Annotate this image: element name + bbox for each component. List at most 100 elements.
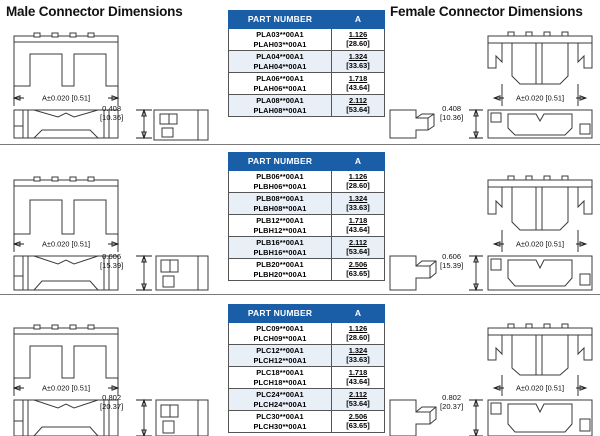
- female-plan-view-a: [487, 109, 593, 139]
- male-end-view-b: [155, 255, 209, 291]
- part-number-secondary: PLBH16**00A1: [253, 247, 307, 257]
- dim-a-mm: [63.65]: [346, 268, 370, 278]
- height-mm-c: [20.37]: [100, 402, 124, 412]
- table-row: PLB12**00A1 PLBH12**00A1 1.718 [43.64]: [228, 214, 385, 238]
- header-part-number: PART NUMBER: [228, 151, 332, 172]
- part-number-primary: PLB16**00A1: [256, 238, 304, 248]
- dim-a-mm: [28.60]: [346, 180, 370, 190]
- male-connector-drawing-a: A±0.020 [0.51]: [6, 28, 221, 141]
- dim-a-mm: [43.64]: [346, 82, 370, 92]
- female-height-inch-c: 0.802: [442, 393, 462, 402]
- male-end-view-c: [155, 399, 209, 436]
- female-height-dimension-a: [469, 108, 483, 140]
- part-number-primary: PLA04**00A1: [256, 52, 304, 62]
- dim-a-mm: [43.64]: [346, 224, 370, 234]
- part-number-secondary: PLBH12**00A1: [253, 225, 307, 235]
- section-divider-2: [0, 294, 600, 295]
- female-height-dim-label-c: 0.802 [20.37]: [440, 393, 463, 412]
- female-width-dim-text-b: A±0.020 [0.51]: [516, 240, 564, 249]
- part-number-primary: PLA03**00A1: [256, 30, 304, 40]
- part-number-table-a: PART NUMBER A PLA03**00A1 PLAH03**00A1 1…: [228, 9, 385, 118]
- female-height-dim-label-a: 0.408 [10.36]: [440, 104, 463, 123]
- dim-a-inch: 1.126: [348, 171, 368, 181]
- male-plan-view-b: [13, 255, 119, 291]
- female-height-mm-c: [20.37]: [440, 402, 464, 412]
- female-height-mm-b: [15.39]: [440, 261, 464, 271]
- cell-dimension-a: 2.112 [53.64]: [331, 236, 385, 260]
- female-front-view-b: [487, 175, 593, 231]
- header-part-number: PART NUMBER: [228, 9, 332, 30]
- female-height-dim-label-b: 0.606 [15.39]: [440, 252, 463, 271]
- part-number-primary: PLB12**00A1: [256, 216, 304, 226]
- part-number-table-c: PART NUMBER A PLC09**00A1 PLCH09**00A1 1…: [228, 303, 385, 434]
- cell-dimension-a: 2.112 [53.64]: [331, 94, 385, 118]
- dim-a-inch: 1.324: [348, 51, 368, 61]
- cell-dimension-a: 1.126 [28.60]: [331, 28, 385, 52]
- table-row: PLB20**00A1 PLBH20**00A1 2.506 [63.65]: [228, 258, 385, 282]
- male-width-dimension-c: A±0.020 [0.51]: [12, 378, 120, 396]
- part-number-secondary: PLBH06**00A1: [253, 181, 307, 191]
- part-number-secondary: PLCH24**00A1: [253, 399, 307, 409]
- table-row: PLA08**00A1 PLAH08**00A1 2.112 [53.64]: [228, 94, 385, 118]
- part-number-primary: PLA06**00A1: [256, 74, 304, 84]
- dim-a-mm: [53.64]: [346, 398, 370, 408]
- male-height-dimension-b: [136, 254, 152, 292]
- table-header-row: PART NUMBER A: [228, 9, 385, 30]
- part-number-secondary: PLCH30**00A1: [253, 421, 307, 431]
- male-plan-view-a: [13, 109, 119, 139]
- female-end-view-a: [389, 109, 435, 139]
- part-number-primary: PLA08**00A1: [256, 96, 304, 106]
- table-row: PLA03**00A1 PLAH03**00A1 1.126 [28.60]: [228, 28, 385, 52]
- cell-dimension-a: 1.324 [33.63]: [331, 344, 385, 368]
- dim-a-inch: 2.112: [348, 95, 368, 105]
- dim-a-mm: [33.63]: [346, 202, 370, 212]
- dim-a-mm: [33.63]: [346, 354, 370, 364]
- male-width-dim-text-c: A±0.020 [0.51]: [42, 384, 90, 393]
- part-number-secondary: PLAH04**00A1: [253, 61, 307, 71]
- table-row: PLC24**00A1 PLCH24**00A1 2.112 [53.64]: [228, 388, 385, 412]
- cell-dimension-a: 1.324 [33.63]: [331, 192, 385, 216]
- female-connector-drawing-b: A±0.020 [0.51]: [388, 172, 598, 292]
- dim-a-inch: 1.718: [348, 367, 368, 377]
- cell-part-number: PLC12**00A1 PLCH12**00A1: [228, 344, 332, 368]
- cell-part-number: PLA06**00A1 PLAH06**00A1: [228, 72, 332, 96]
- table-row: PLC18**00A1 PLCH18**00A1 1.718 [43.64]: [228, 366, 385, 390]
- female-height-mm-a: [10.36]: [440, 113, 464, 123]
- table-row: PLB16**00A1 PLBH16**00A1 2.112 [53.64]: [228, 236, 385, 260]
- male-end-view-a: [153, 109, 209, 141]
- height-inch-b: 0.606: [102, 252, 122, 261]
- part-number-secondary: PLBH20**00A1: [253, 269, 307, 279]
- female-connector-drawing-c: A±0.020 [0.51]: [388, 320, 598, 436]
- female-height-inch-a: 0.408: [442, 104, 462, 113]
- female-width-dimension-b: A±0.020 [0.51]: [492, 230, 588, 252]
- female-front-view-a: [487, 31, 593, 85]
- table-row: PLA06**00A1 PLAH06**00A1 1.718 [43.64]: [228, 72, 385, 96]
- cell-part-number: PLC09**00A1 PLCH09**00A1: [228, 322, 332, 346]
- table-row: PLB08**00A1 PLBH08**00A1 1.324 [33.63]: [228, 192, 385, 216]
- cell-part-number: PLB12**00A1 PLBH12**00A1: [228, 214, 332, 238]
- dim-a-inch: 2.506: [348, 259, 368, 269]
- table-row: PLC09**00A1 PLCH09**00A1 1.126 [28.60]: [228, 322, 385, 346]
- table-row: PLB06**00A1 PLBH06**00A1 1.126 [28.60]: [228, 170, 385, 194]
- female-plan-view-c: [487, 399, 593, 436]
- female-end-view-b: [389, 255, 437, 291]
- male-height-dim-label-c: 0.802 [20.37]: [100, 393, 123, 412]
- cell-part-number: PLC24**00A1 PLCH24**00A1: [228, 388, 332, 412]
- page-title-male: Male Connector Dimensions: [6, 4, 183, 19]
- part-number-primary: PLC09**00A1: [256, 324, 304, 334]
- height-inch-c: 0.802: [102, 393, 122, 402]
- male-width-dim-text-a: A±0.020 [0.51]: [42, 94, 90, 103]
- male-height-dimension-c: [136, 398, 152, 436]
- dim-a-mm: [28.60]: [346, 38, 370, 48]
- male-width-dimension-b: A±0.020 [0.51]: [12, 234, 120, 252]
- female-height-dimension-b: [469, 254, 483, 292]
- header-dimension-a: A: [331, 151, 385, 172]
- male-width-dim-text-b: A±0.020 [0.51]: [42, 240, 90, 249]
- dim-a-mm: [53.64]: [346, 246, 370, 256]
- male-width-dimension-a: A±0.020 [0.51]: [12, 86, 120, 106]
- dim-a-mm: [28.60]: [346, 332, 370, 342]
- dim-a-inch: 2.112: [348, 389, 368, 399]
- part-number-primary: PLC12**00A1: [256, 346, 304, 356]
- dim-a-inch: 1.718: [348, 73, 368, 83]
